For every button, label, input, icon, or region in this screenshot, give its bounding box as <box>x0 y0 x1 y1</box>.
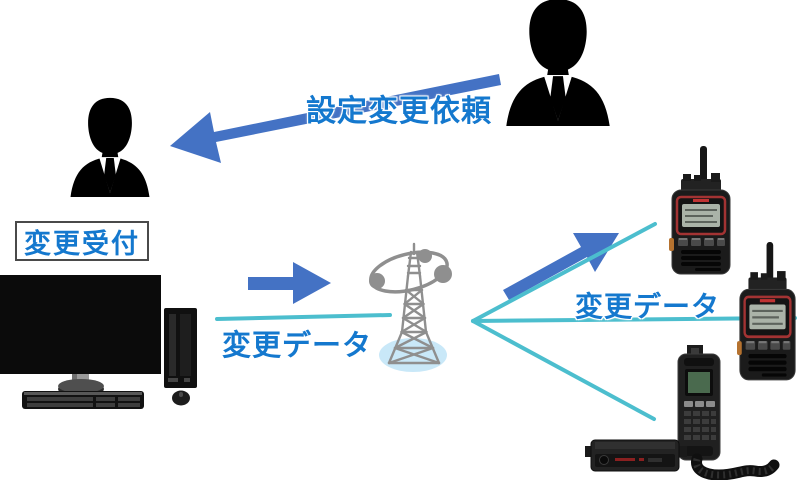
pc-tower <box>164 308 197 388</box>
desktop-computer-icon <box>0 275 197 409</box>
radio-base-unit <box>585 439 687 472</box>
send-data-arrow <box>248 262 331 304</box>
mouse <box>172 390 190 406</box>
broadcast-arrow <box>503 233 619 300</box>
reception-box: 変更受付 <box>15 221 149 261</box>
radio-tower-icon <box>369 242 452 372</box>
change-data-label-right: 変更データ <box>575 291 721 322</box>
mobile-radio-icon <box>585 345 780 480</box>
data-line-left <box>215 313 392 321</box>
handset <box>677 345 721 461</box>
broadcast-line-top <box>471 222 657 323</box>
requester-person-icon <box>503 0 613 126</box>
request-arrow <box>170 74 501 163</box>
cord-ribs <box>693 457 777 479</box>
monitor <box>0 275 161 397</box>
reception-label: 変更受付 <box>24 228 140 259</box>
operator-person-icon <box>68 97 152 197</box>
keyboard <box>22 391 144 409</box>
orbit-satellites <box>369 249 452 289</box>
broadcast-line-bottom <box>471 319 656 421</box>
request-label: 設定変更依頼 <box>306 95 492 128</box>
handheld-radio-icon-1 <box>669 146 733 276</box>
change-data-label-left: 変更データ <box>222 330 373 362</box>
